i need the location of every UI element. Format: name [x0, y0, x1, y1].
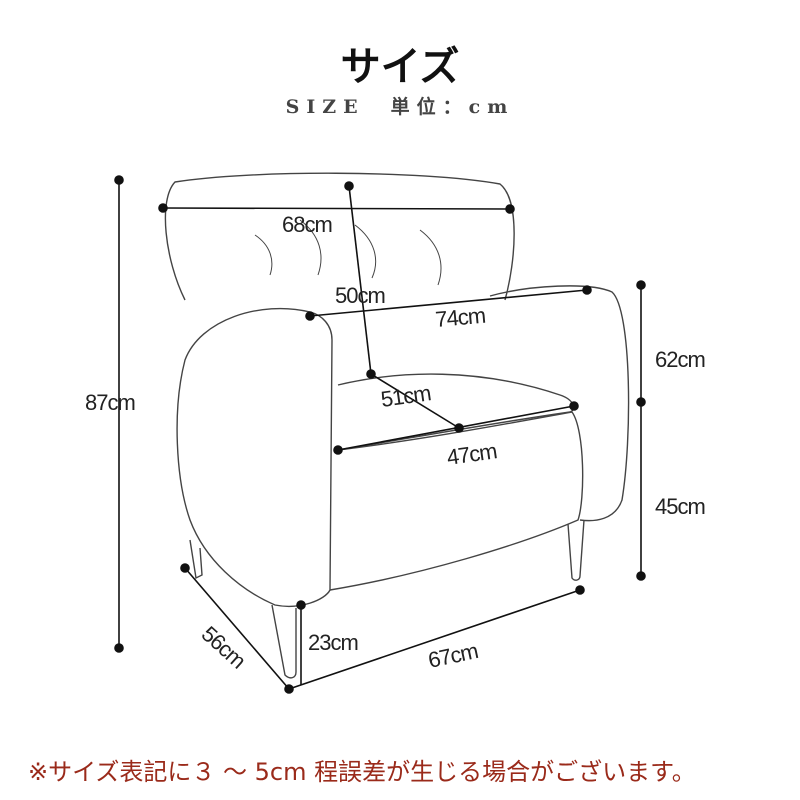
leg-left-back: [189, 539, 203, 580]
sofa-outline: [164, 172, 630, 679]
label-back-depth: 50cm: [335, 283, 385, 308]
leg-front: [271, 604, 297, 679]
label-seat-width: 47cm: [445, 438, 498, 470]
backrest: [164, 172, 515, 301]
left-arm: [176, 307, 333, 607]
label-leg-height: 23cm: [308, 630, 358, 655]
label-total-height: 87cm: [85, 390, 135, 415]
label-seat-height: 45cm: [655, 494, 705, 519]
label-depth: 56cm: [197, 621, 251, 673]
label-total-width: 67cm: [426, 638, 480, 673]
label-back-width: 68cm: [282, 212, 332, 237]
label-arm-width: 74cm: [434, 303, 486, 332]
right-arm: [489, 285, 630, 522]
label-back-height: 62cm: [655, 347, 705, 372]
seat-front: [329, 411, 584, 591]
unit-subtitle: SIZE 単位：cm: [285, 96, 515, 118]
dimension-lines: [114, 175, 646, 694]
size-tolerance-note: ※サイズ表記に３ ～ 5cm 程誤差が生じる場合がございます。: [28, 758, 696, 786]
page-title: サイズ: [340, 44, 460, 90]
leg-right: [567, 519, 585, 581]
